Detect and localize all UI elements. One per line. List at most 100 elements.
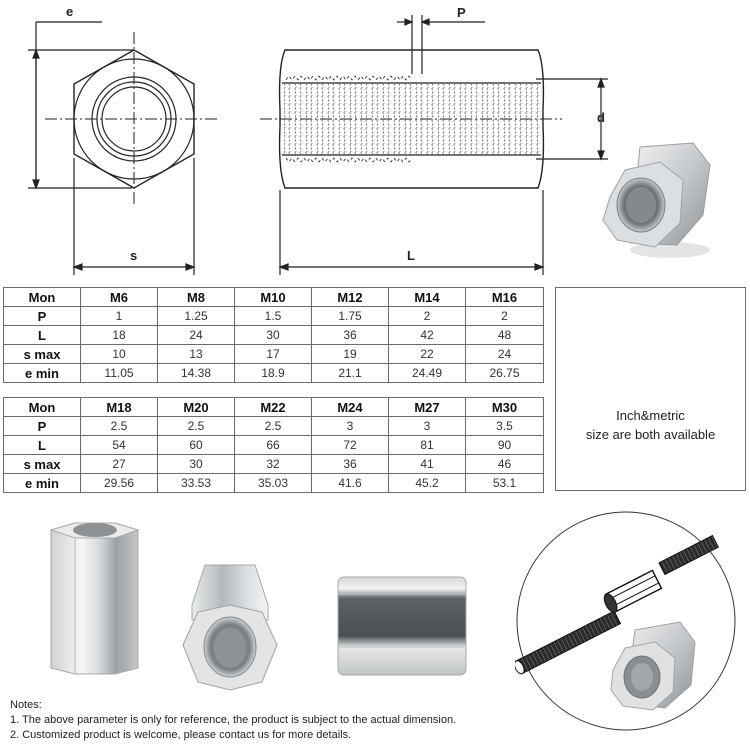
table-cell: 14.38	[157, 363, 235, 383]
table-cell: 33.53	[157, 473, 235, 493]
coupling-nut-front-photo	[180, 560, 280, 695]
header-cell: Mon	[3, 397, 81, 417]
table-row: e min 11.05 14.38 18.9 21.1 24.49 26.75	[3, 363, 544, 383]
table-cell: 24.49	[388, 363, 466, 383]
header-cell: M27	[388, 397, 466, 417]
note-item: 2. Customized product is welcome, please…	[10, 729, 352, 741]
header-cell: M8	[157, 287, 235, 307]
table-cell: 11.05	[80, 363, 158, 383]
table-cell: 41.6	[311, 473, 389, 493]
end-view-drawing: e s	[0, 0, 250, 280]
table-cell: 2	[388, 306, 466, 326]
table-cell: 3	[311, 416, 389, 436]
table-cell: 81	[388, 435, 466, 455]
table-cell: 35.03	[234, 473, 312, 493]
hex-nut-end-view-diagram	[28, 21, 220, 275]
table-cell: 30	[234, 325, 312, 345]
table-row: s max 27 30 32 36 41 46	[3, 454, 544, 474]
dimension-label-e: e	[66, 4, 74, 19]
header-cell: M6	[80, 287, 158, 307]
table-cell: 17	[234, 344, 312, 364]
header-cell: M10	[234, 287, 312, 307]
table-cell: 54	[80, 435, 158, 455]
table-cell: 1	[80, 306, 158, 326]
table-cell: 42	[388, 325, 466, 345]
table-cell: 3	[388, 416, 466, 436]
table-cell: 24	[157, 325, 235, 345]
note-item: 1. The above parameter is only for refer…	[10, 714, 457, 726]
table-cell: 48	[465, 325, 544, 345]
table-cell: 2	[465, 306, 544, 326]
table-cell: 26.75	[465, 363, 544, 383]
table-cell: 36	[311, 454, 389, 474]
availability-line-2: size are both available	[585, 427, 716, 442]
table-row: L 18 24 30 36 42 48	[3, 325, 544, 345]
availability-line-1: Inch&metric	[616, 408, 685, 423]
notes-section: Notes: 1. The above parameter is only fo…	[10, 698, 456, 743]
table-cell: 46	[465, 454, 544, 474]
row-label: e min	[3, 363, 81, 383]
table-cell: 36	[311, 325, 389, 345]
table-cell: 1.75	[311, 306, 389, 326]
table-cell: 30	[157, 454, 235, 474]
spec-table-m18-m30: Mon M18 M20 M22 M24 M27 M30 P 2.5 2.5 2.…	[3, 397, 544, 493]
table-cell: 72	[311, 435, 389, 455]
table-cell: 32	[234, 454, 312, 474]
table-cell: 66	[234, 435, 312, 455]
row-label: L	[3, 325, 81, 345]
header-cell: M30	[465, 397, 544, 417]
table-cell: 22	[388, 344, 466, 364]
dimension-label-d: d	[597, 110, 605, 125]
table-cell: 19	[311, 344, 389, 364]
table-cell: 24	[465, 344, 544, 364]
header-cell: M14	[388, 287, 466, 307]
threaded-rod-usage-illustration	[514, 510, 737, 732]
table-cell: 10	[80, 344, 158, 364]
table-cell: 60	[157, 435, 235, 455]
table-cell: 1.25	[157, 306, 235, 326]
header-cell: M22	[234, 397, 312, 417]
header-cell: M18	[80, 397, 158, 417]
row-label: s max	[3, 344, 81, 364]
coupling-nut-side-view-diagram	[260, 15, 608, 275]
table-header-row: Mon M18 M20 M22 M24 M27 M30	[3, 397, 544, 417]
table-cell: 2.5	[157, 416, 235, 436]
side-view-drawing: P d L	[260, 0, 620, 280]
table-cell: 1.5	[234, 306, 312, 326]
header-cell: M16	[465, 287, 544, 307]
table-cell: 45.2	[388, 473, 466, 493]
table-cell: 27	[80, 454, 158, 474]
table-row: s max 10 13 17 19 22 24	[3, 344, 544, 364]
dimension-label-s: s	[130, 248, 138, 263]
table-cell: 41	[388, 454, 466, 474]
table-cell: 53.1	[465, 473, 544, 493]
coupling-nut-upright-photo	[45, 518, 145, 680]
row-label: P	[3, 306, 81, 326]
notes-title: Notes:	[10, 699, 42, 711]
table-cell: 29.56	[80, 473, 158, 493]
dimension-label-l: L	[407, 248, 415, 263]
row-label: P	[3, 416, 81, 436]
header-cell: Mon	[3, 287, 81, 307]
table-cell: 2.5	[80, 416, 158, 436]
dimension-label-p: P	[457, 5, 466, 20]
table-cell: 18	[80, 325, 158, 345]
table-row: P 1 1.25 1.5 1.75 2 2	[3, 306, 544, 326]
availability-info-box: Inch&metric size are both available	[555, 287, 746, 491]
header-cell: M12	[311, 287, 389, 307]
table-cell: 90	[465, 435, 544, 455]
table-row: P 2.5 2.5 2.5 3 3 3.5	[3, 416, 544, 436]
table-cell: 21.1	[311, 363, 389, 383]
table-row: L 54 60 66 72 81 90	[3, 435, 544, 455]
coupling-nut-side-photo	[332, 572, 472, 680]
header-cell: M20	[157, 397, 235, 417]
table-header-row: Mon M6 M8 M10 M12 M14 M16	[3, 287, 544, 307]
table-row: e min 29.56 33.53 35.03 41.6 45.2 53.1	[3, 473, 544, 493]
table-cell: 18.9	[234, 363, 312, 383]
table-cell: 2.5	[234, 416, 312, 436]
coupling-nut-angled-photo	[595, 135, 715, 265]
header-cell: M24	[311, 397, 389, 417]
row-label: e min	[3, 473, 81, 493]
spec-table-m6-m16: Mon M6 M8 M10 M12 M14 M16 P 1 1.25 1.5 1…	[3, 287, 544, 383]
row-label: L	[3, 435, 81, 455]
